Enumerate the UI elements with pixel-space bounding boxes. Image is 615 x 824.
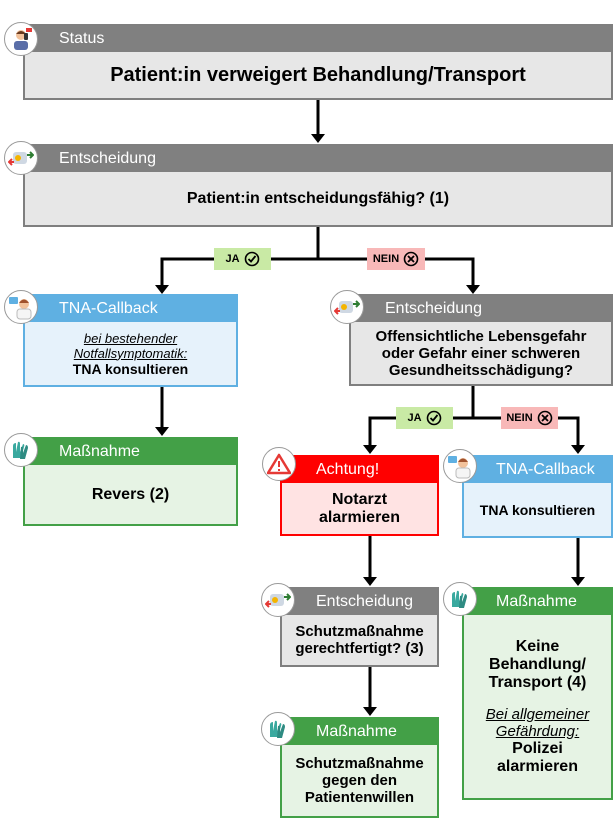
measure-right-line2: Behandlung/ [489,655,586,673]
decision1-question: Patient:in entscheidungsfähig? (1) [186,189,450,207]
measure-right-cond2: Gefährdung: [495,722,580,740]
decision2-header: Entscheidung [351,296,611,322]
decision-icon [4,141,38,175]
tna-condition-line1: bei bestehender [83,330,178,346]
measure-right-act2: alarmieren [497,757,578,775]
measure-protect-body: Schutzmaßnahme gegen den Patientenwillen [282,745,437,816]
person-phone-icon [4,22,38,56]
measure-protect-header: Maßnahme [282,719,437,745]
measure-right-header: Maßnahme [464,589,611,615]
measure-right-cond1: Bei allgemeiner [485,705,590,723]
decision3-header: Entscheidung [282,589,437,615]
measure-protect-box: Maßnahme Schutzmaßnahme gegen den Patien… [280,717,439,818]
tna-callback-right-box: TNA-Callback TNA konsultieren [462,455,613,538]
warning-icon [262,447,296,481]
tna-callback-right-text: TNA konsultieren [479,501,596,518]
x-circle-icon [537,410,552,426]
doctor-icon [443,449,477,483]
nein-badge-1: NEIN [367,248,425,270]
status-title: Patient:in verweigert Behandlung/Transpo… [110,63,526,86]
warning-line1: Notarzt [331,490,388,508]
status-header: Status [25,26,611,52]
tna-callback-left-box: TNA-Callback bei bestehender Notfallsymp… [23,294,238,387]
decision2-body: Offensichtliche Lebensgefahr oder Gefahr… [351,322,611,384]
ja-badge-1: JA [214,248,271,270]
measure-revers-text: Revers (2) [91,485,170,503]
nein-label-2: NEIN [506,412,533,424]
tna-action: TNA konsultieren [72,360,189,377]
decision1-box: Entscheidung Patient:in entscheidungsfäh… [23,144,613,227]
measure-right-line1: Keine [515,637,560,655]
warning-header: Achtung! [282,457,437,483]
measure-protect-line1: Schutzmaßnahme [295,755,424,772]
doctor-icon [4,290,38,324]
tna-callback-right-header: TNA-Callback [464,457,611,483]
decision-icon [261,583,295,617]
gloves-icon [443,582,477,616]
status-box: Status Patient:in verweigert Behandlung/… [23,24,613,100]
decision2-line1: Offensichtliche Lebensgefahr [375,327,587,345]
warning-line2: alarmieren [319,508,400,526]
x-circle-icon [403,251,419,267]
nein-badge-2: NEIN [501,407,558,429]
measure-right-act1: Polizei [512,739,563,757]
decision2-line2: oder Gefahr einer schweren [381,344,581,362]
measure-revers-header: Maßnahme [25,439,236,465]
measure-protect-line2: gegen den [321,772,397,789]
gloves-icon [4,433,38,467]
tna-callback-left-header: TNA-Callback [25,296,236,322]
check-circle-icon [244,251,259,267]
decision2-box: Entscheidung Offensichtliche Lebensgefah… [349,294,613,386]
measure-right-line3: Transport (4) [488,673,587,691]
warning-body: Notarzt alarmieren [282,483,437,534]
gloves-icon [261,712,295,746]
decision3-box: Entscheidung Schutzmaßnahme gerechtferti… [280,587,439,667]
ja-label-1: JA [225,253,240,265]
nein-label-1: NEIN [372,253,400,265]
ja-badge-2: JA [396,407,453,429]
tna-callback-left-body: bei bestehender Notfallsymptomatik: TNA … [25,322,236,385]
measure-right-box: Maßnahme Keine Behandlung/ Transport (4)… [462,587,613,800]
ja-label-2: JA [407,412,422,424]
decision2-line3: Gesundheitsschädigung? [388,361,574,379]
decision1-header: Entscheidung [25,146,611,172]
tna-condition-line2: Notfallsymptomatik: [73,345,188,361]
measure-revers-box: Maßnahme Revers (2) [23,437,238,526]
check-circle-icon [426,410,441,426]
warning-box: Achtung! Notarzt alarmieren [280,455,439,536]
decision3-body: Schutzmaßnahme gerechtfertigt? (3) [282,615,437,665]
decision3-line2: gerechtfertigt? (3) [295,640,424,657]
measure-right-body: Keine Behandlung/ Transport (4) Bei allg… [464,615,611,798]
measure-protect-line3: Patientenwillen [304,789,415,806]
decision-icon [330,290,364,324]
decision3-line1: Schutzmaßnahme [295,623,424,640]
